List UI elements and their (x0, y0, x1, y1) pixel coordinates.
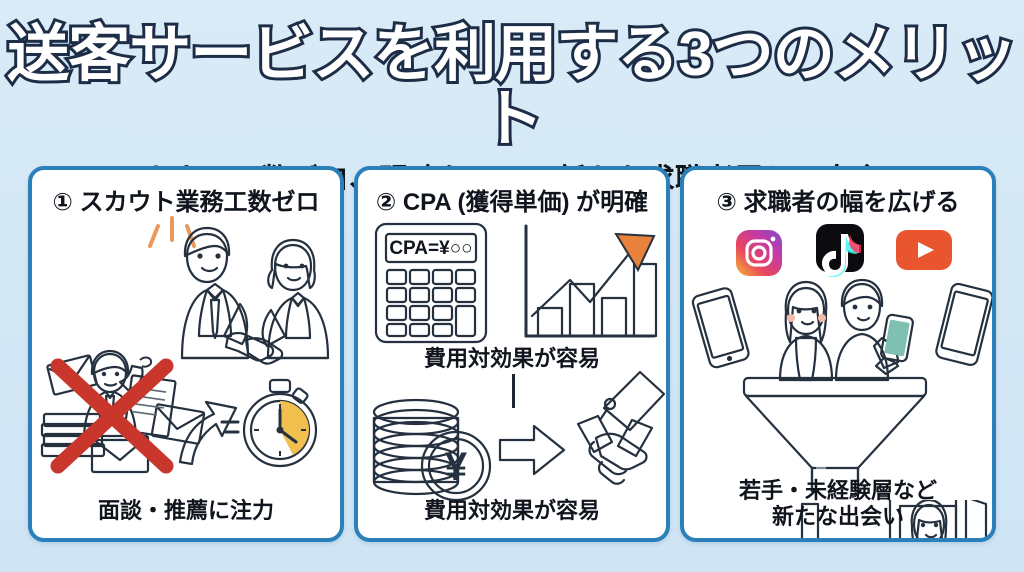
businesswoman-icon (261, 238, 330, 360)
cards-container: ① スカウト業務工数ゼロ (28, 166, 996, 542)
envelope-icon (150, 403, 206, 445)
card-2-title: ② CPA (獲得単価) が明確 (375, 189, 649, 216)
card-3-caption-line-2: 新たな出会い (771, 504, 904, 530)
bar-1 (536, 306, 564, 338)
card-1-title: ① スカウト業務工数ゼロ (52, 189, 320, 216)
instagram-icon (736, 230, 782, 276)
page-title: 送客サービスを利用する3つのメリット (4, 19, 1020, 155)
right-arrow-icon (498, 424, 566, 476)
svg-text:¥: ¥ (445, 445, 468, 489)
card-1-caption: 面談・推薦に注力 (97, 498, 274, 524)
card-3-door-illustration (800, 500, 988, 538)
trend-arrow-icon (530, 232, 656, 318)
card-3-caption: 若手・未経験層など 新たな出会い (684, 478, 992, 530)
bar-3 (600, 296, 628, 338)
held-phone-icon (880, 313, 914, 363)
handshake-icon (576, 414, 654, 485)
card-2-caption-mid: 費用対効果が容易 (423, 346, 600, 371)
person-man-icon (834, 278, 914, 382)
calculator-display: CPA=¥○○ (389, 238, 472, 259)
smartphone-icon (691, 287, 750, 369)
card-3-caption-line-1: 若手・未経験層など (738, 478, 937, 504)
youtube-icon (896, 230, 952, 270)
card-1-illustration (40, 216, 330, 474)
jobseeker-woman-icon (910, 500, 948, 538)
price-tag-icon (598, 370, 666, 432)
bar-2 (568, 282, 596, 338)
card-3-title: ③ 求職者の幅を広げる (716, 189, 960, 216)
sweat-icon (139, 356, 153, 368)
red-cross-icon (50, 358, 174, 474)
card-benefit-3[interactable]: ③ 求職者の幅を広げる (680, 166, 996, 542)
divider (512, 374, 515, 408)
stressed-worker-scene (40, 349, 318, 474)
bar-4 (632, 262, 658, 338)
card-2-upper-illustration: CPA=¥○○ (374, 222, 658, 344)
businessman-icon (180, 226, 250, 360)
stopwatch-icon (220, 378, 318, 468)
bar-chart-icon (524, 224, 658, 338)
coin-stack-icon (372, 398, 460, 496)
handshake-icon (224, 331, 284, 365)
tiktok-icon (816, 224, 864, 277)
card-2-caption-bottom: 費用対効果が容易 (423, 498, 600, 524)
card-benefit-1[interactable]: ① スカウト業務工数ゼロ (28, 166, 344, 542)
smartphone-icon (935, 282, 992, 366)
funnel-icon (742, 376, 928, 492)
person-woman-icon (778, 280, 834, 382)
calculator-icon: CPA=¥○○ (374, 222, 488, 344)
card-3-illustration (691, 224, 992, 492)
yen-coin-icon: ¥ (420, 430, 492, 502)
card-benefit-2[interactable]: ② CPA (獲得単価) が明確 CPA=¥○○ (354, 166, 670, 542)
up-arrow-icon (178, 400, 238, 466)
card-2-lower-illustration: ¥ (372, 370, 666, 502)
